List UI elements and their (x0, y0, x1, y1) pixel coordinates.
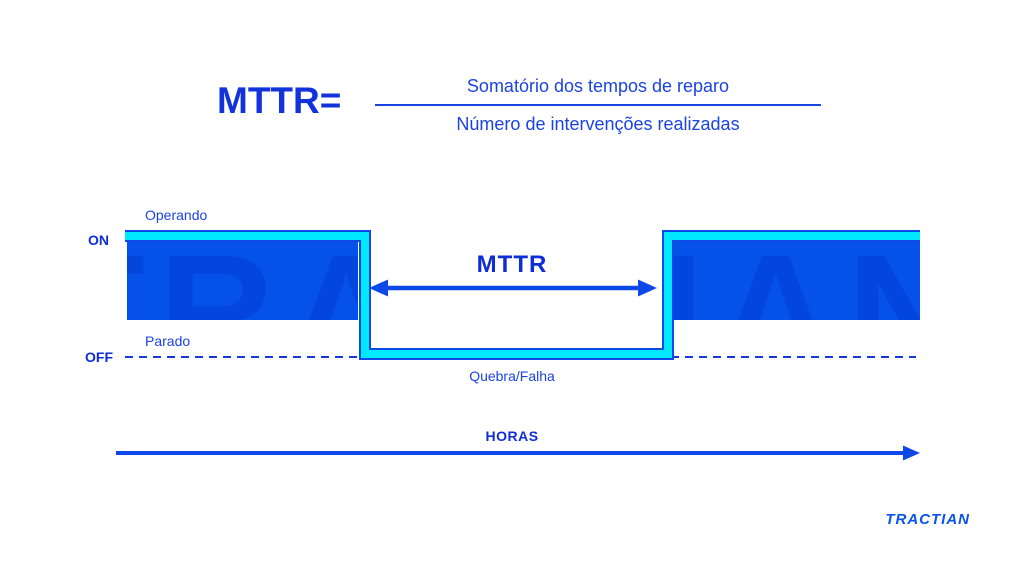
on-label: ON (88, 232, 109, 248)
formula-mttr-label: MTTR= (217, 80, 342, 121)
formula-denominator: Número de intervenções realizadas (456, 114, 740, 134)
mttr-span-label: MTTR (476, 251, 548, 278)
time-axis-label: HORAS (485, 428, 539, 444)
formula-fraction: Somatório dos tempos de reparo Número de… (375, 76, 821, 135)
operating-label: Operando (145, 207, 208, 223)
off-label: OFF (85, 349, 113, 365)
signal-line (125, 232, 920, 358)
failure-label: Quebra/Falha (469, 368, 555, 384)
formula-numerator: Somatório dos tempos de reparo (466, 76, 730, 96)
time-axis-arrow (116, 445, 920, 461)
stopped-label: Parado (145, 333, 191, 349)
tractian-logo: TRACTIAN (885, 511, 970, 528)
on-state-fill-blocks (127, 238, 920, 320)
mttr-span-arrow (369, 279, 657, 297)
fraction-bar (375, 104, 821, 106)
